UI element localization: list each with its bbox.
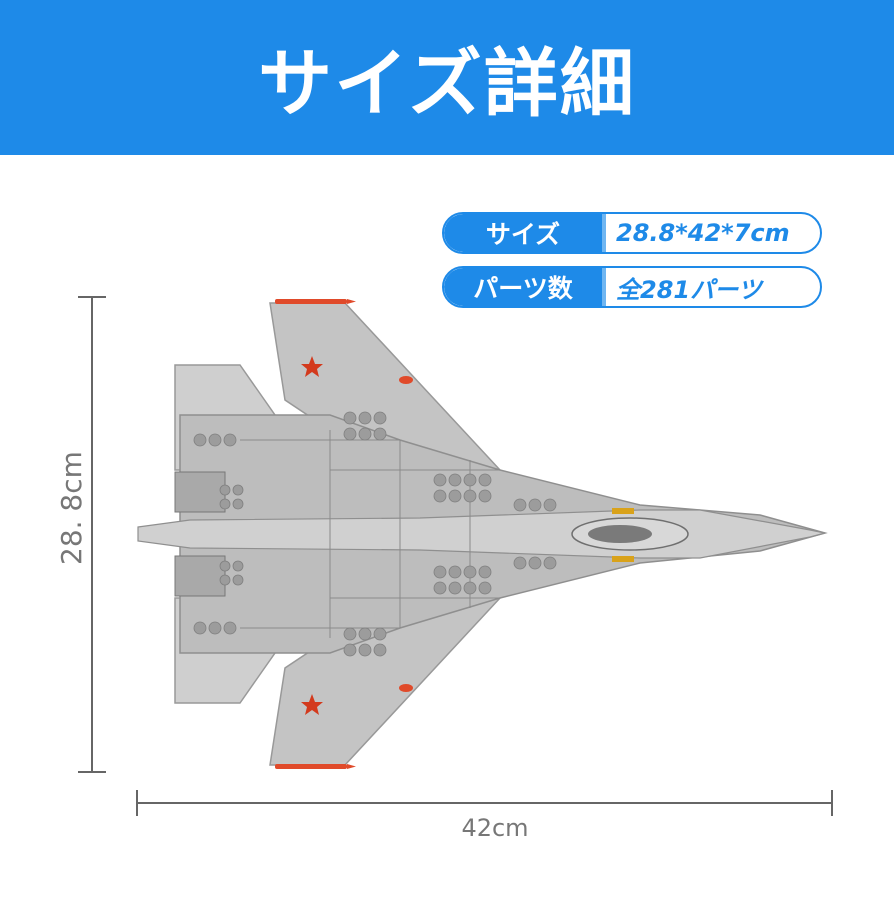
vertical-dimension-line [78,296,106,773]
size-spec-label: サイズ [444,214,602,252]
upper-engine [174,471,226,513]
tail-numbers [612,508,634,562]
width-dimension-label: 42cm [461,814,529,842]
parts-spec-value: 全281パーツ [616,275,762,304]
page-title: サイズ詳細 [258,41,636,127]
size-spec-value: 28.8*42*7cm [616,219,790,247]
parts-spec-label: パーツ数 [444,268,602,306]
stud-pattern [193,411,557,657]
parts-spec: パーツ数 全281パーツ [442,266,822,308]
title-banner: サイズ詳細 [0,0,894,155]
wingtip-missiles [275,299,413,769]
size-spec: サイズ 28.8*42*7cm [442,212,822,254]
lower-engine [174,555,226,597]
star-insignia [301,356,323,715]
horizontal-dimension-line [136,790,833,816]
cockpit-window [588,525,652,543]
height-dimension-label: 28. 8cm [55,451,88,565]
